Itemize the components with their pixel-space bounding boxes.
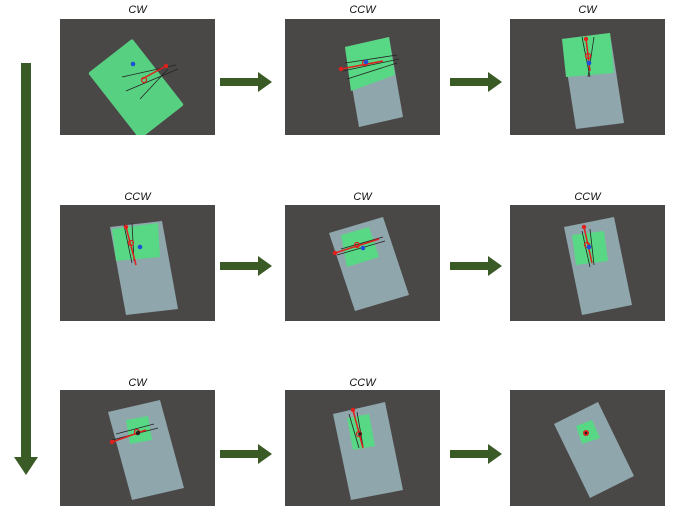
panel-7-photo: [60, 390, 215, 506]
panel-2-photo: [285, 19, 440, 135]
panel-7-label: CW: [128, 377, 147, 389]
right-arrow-icon: [220, 72, 272, 92]
panel-4-photo: [60, 205, 215, 321]
right-arrow-icon: [220, 256, 272, 276]
right-arrow-icon: [450, 256, 502, 276]
panel-5-photo: [285, 205, 440, 321]
right-arrow-icon: [450, 444, 502, 464]
panel-2-label: CCW: [349, 4, 376, 16]
panel-1-label: CW: [128, 4, 147, 16]
right-arrow-icon: [450, 72, 502, 92]
panel-6-photo: [510, 205, 665, 321]
panel-8-label: CCW: [349, 377, 376, 389]
panel-8-photo: [285, 390, 440, 506]
panel-5-label: CW: [353, 191, 372, 203]
down-arrow-icon: [14, 63, 38, 475]
panel-1-photo: [60, 19, 215, 135]
panel-4-label: CCW: [124, 191, 151, 203]
panel-9-label: [510, 377, 665, 389]
right-arrow-icon: [220, 444, 272, 464]
panel-6-label: CCW: [574, 191, 601, 203]
panel-3-label: CW: [578, 4, 597, 16]
panel-3-photo: [510, 19, 665, 135]
panel-9-photo: [510, 390, 665, 506]
